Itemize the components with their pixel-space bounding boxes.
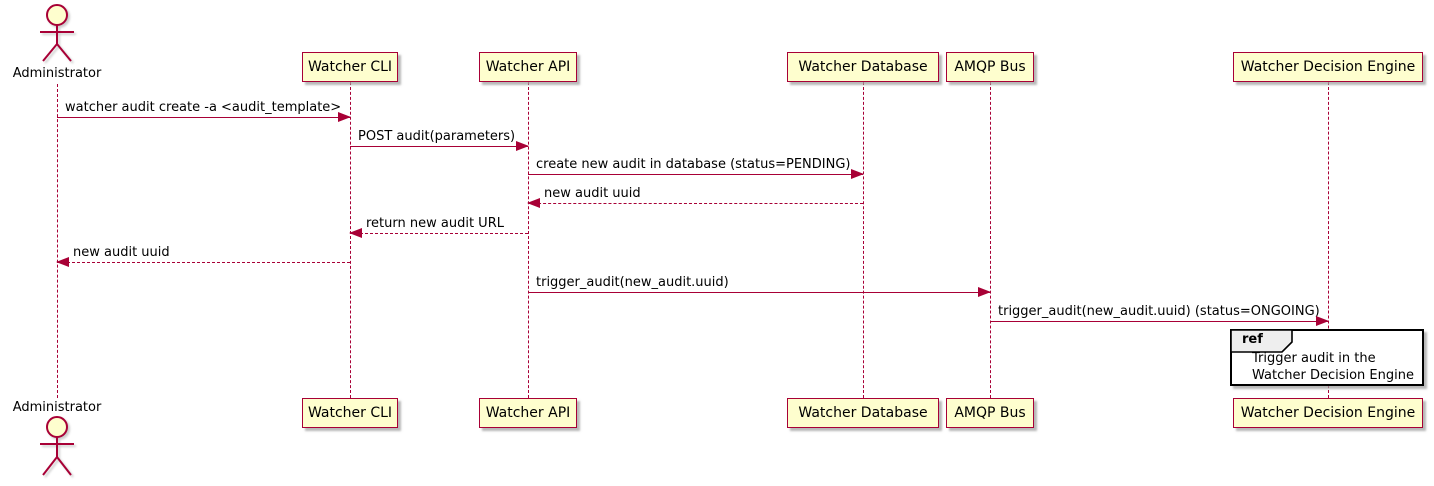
participant-label: AMQP Bus (954, 405, 1026, 421)
participant-watcher-decision-engine-top: Watcher Decision Engine (1233, 52, 1423, 82)
participant-label: Watcher CLI (307, 405, 393, 421)
message-label: return new audit URL (366, 216, 504, 231)
message-post-audit: POST audit(parameters) (350, 127, 529, 151)
ref-body: Trigger audit in the Watcher Decision En… (1252, 351, 1414, 384)
lifeline-watcher-database (863, 82, 864, 398)
message-label: new audit uuid (544, 186, 641, 201)
message-trigger-audit-ongoing: trigger_audit(new_audit.uuid) (status=ON… (990, 302, 1329, 326)
message-return-audit-url: return new audit URL (349, 214, 528, 238)
arrowhead-left-icon (56, 257, 69, 267)
arrow-line (990, 321, 1328, 322)
arrowhead-left-icon (349, 228, 362, 238)
message-label: trigger_audit(new_audit.uuid) (536, 275, 729, 290)
actor-label-top: Administrator (12, 66, 102, 81)
participant-amqp-bus-bottom: AMQP Bus (946, 398, 1034, 428)
ref-line: Trigger audit in the (1252, 351, 1376, 366)
ref-pentagon-icon (1230, 329, 1293, 353)
participant-label: AMQP Bus (954, 59, 1026, 75)
participant-label: Watcher CLI (307, 59, 393, 75)
message-trigger-audit: trigger_audit(new_audit.uuid) (528, 273, 991, 297)
actor-icon-bottom (40, 416, 74, 476)
participant-watcher-decision-engine-bottom: Watcher Decision Engine (1233, 398, 1423, 428)
arrow-line (350, 146, 528, 147)
participant-watcher-cli-bottom: Watcher CLI (302, 398, 398, 428)
lifeline-administrator (57, 84, 58, 398)
lifeline-amqp-bus (990, 82, 991, 398)
lifeline-watcher-cli (350, 82, 351, 398)
actor-icon-top (40, 4, 74, 62)
message-new-audit-uuid-db: new audit uuid (527, 184, 863, 208)
message-label: POST audit(parameters) (358, 129, 516, 144)
lifeline-watcher-decision-engine (1328, 82, 1329, 398)
message-label: new audit uuid (73, 245, 170, 260)
arrowhead-right-icon (978, 287, 991, 297)
lifeline-watcher-api (528, 82, 529, 398)
participant-watcher-api-bottom: Watcher API (479, 398, 577, 428)
ref-keyword: ref (1242, 332, 1263, 347)
message-new-audit-uuid-admin: new audit uuid (56, 243, 350, 267)
ref-fragment: ref Trigger audit in the Watcher Decisio… (1230, 329, 1424, 386)
message-label: create new audit in database (status=PEN… (536, 157, 851, 172)
participant-label: Watcher API (485, 59, 571, 75)
arrow-line (57, 117, 350, 118)
arrowhead-right-icon (338, 112, 351, 122)
arrow-line (57, 262, 350, 263)
participant-label: Watcher API (485, 405, 571, 421)
arrow-line (528, 203, 863, 204)
ref-line: Watcher Decision Engine (1252, 367, 1414, 383)
participant-label: Watcher Database (798, 405, 928, 421)
arrow-line (528, 174, 863, 175)
participant-amqp-bus-top: AMQP Bus (946, 52, 1034, 82)
arrowhead-right-icon (1316, 316, 1329, 326)
participant-watcher-database-bottom: Watcher Database (787, 398, 939, 428)
participant-label: Watcher Database (798, 59, 928, 75)
arrowhead-right-icon (516, 141, 529, 151)
arrowhead-right-icon (851, 169, 864, 179)
arrow-line (350, 233, 528, 234)
message-label: watcher audit create -a <audit_template> (65, 100, 342, 115)
participant-watcher-cli-top: Watcher CLI (302, 52, 398, 82)
participant-label: Watcher Decision Engine (1240, 405, 1416, 421)
message-label: trigger_audit(new_audit.uuid) (status=ON… (998, 304, 1320, 319)
arrow-line (528, 292, 990, 293)
message-audit-create: watcher audit create -a <audit_template> (57, 98, 351, 122)
arrowhead-left-icon (527, 198, 540, 208)
participant-watcher-database-top: Watcher Database (787, 52, 939, 82)
actor-label-bottom: Administrator (12, 400, 102, 415)
message-create-audit-db: create new audit in database (status=PEN… (528, 155, 864, 179)
participant-watcher-api-top: Watcher API (479, 52, 577, 82)
participant-label: Watcher Decision Engine (1240, 59, 1416, 75)
